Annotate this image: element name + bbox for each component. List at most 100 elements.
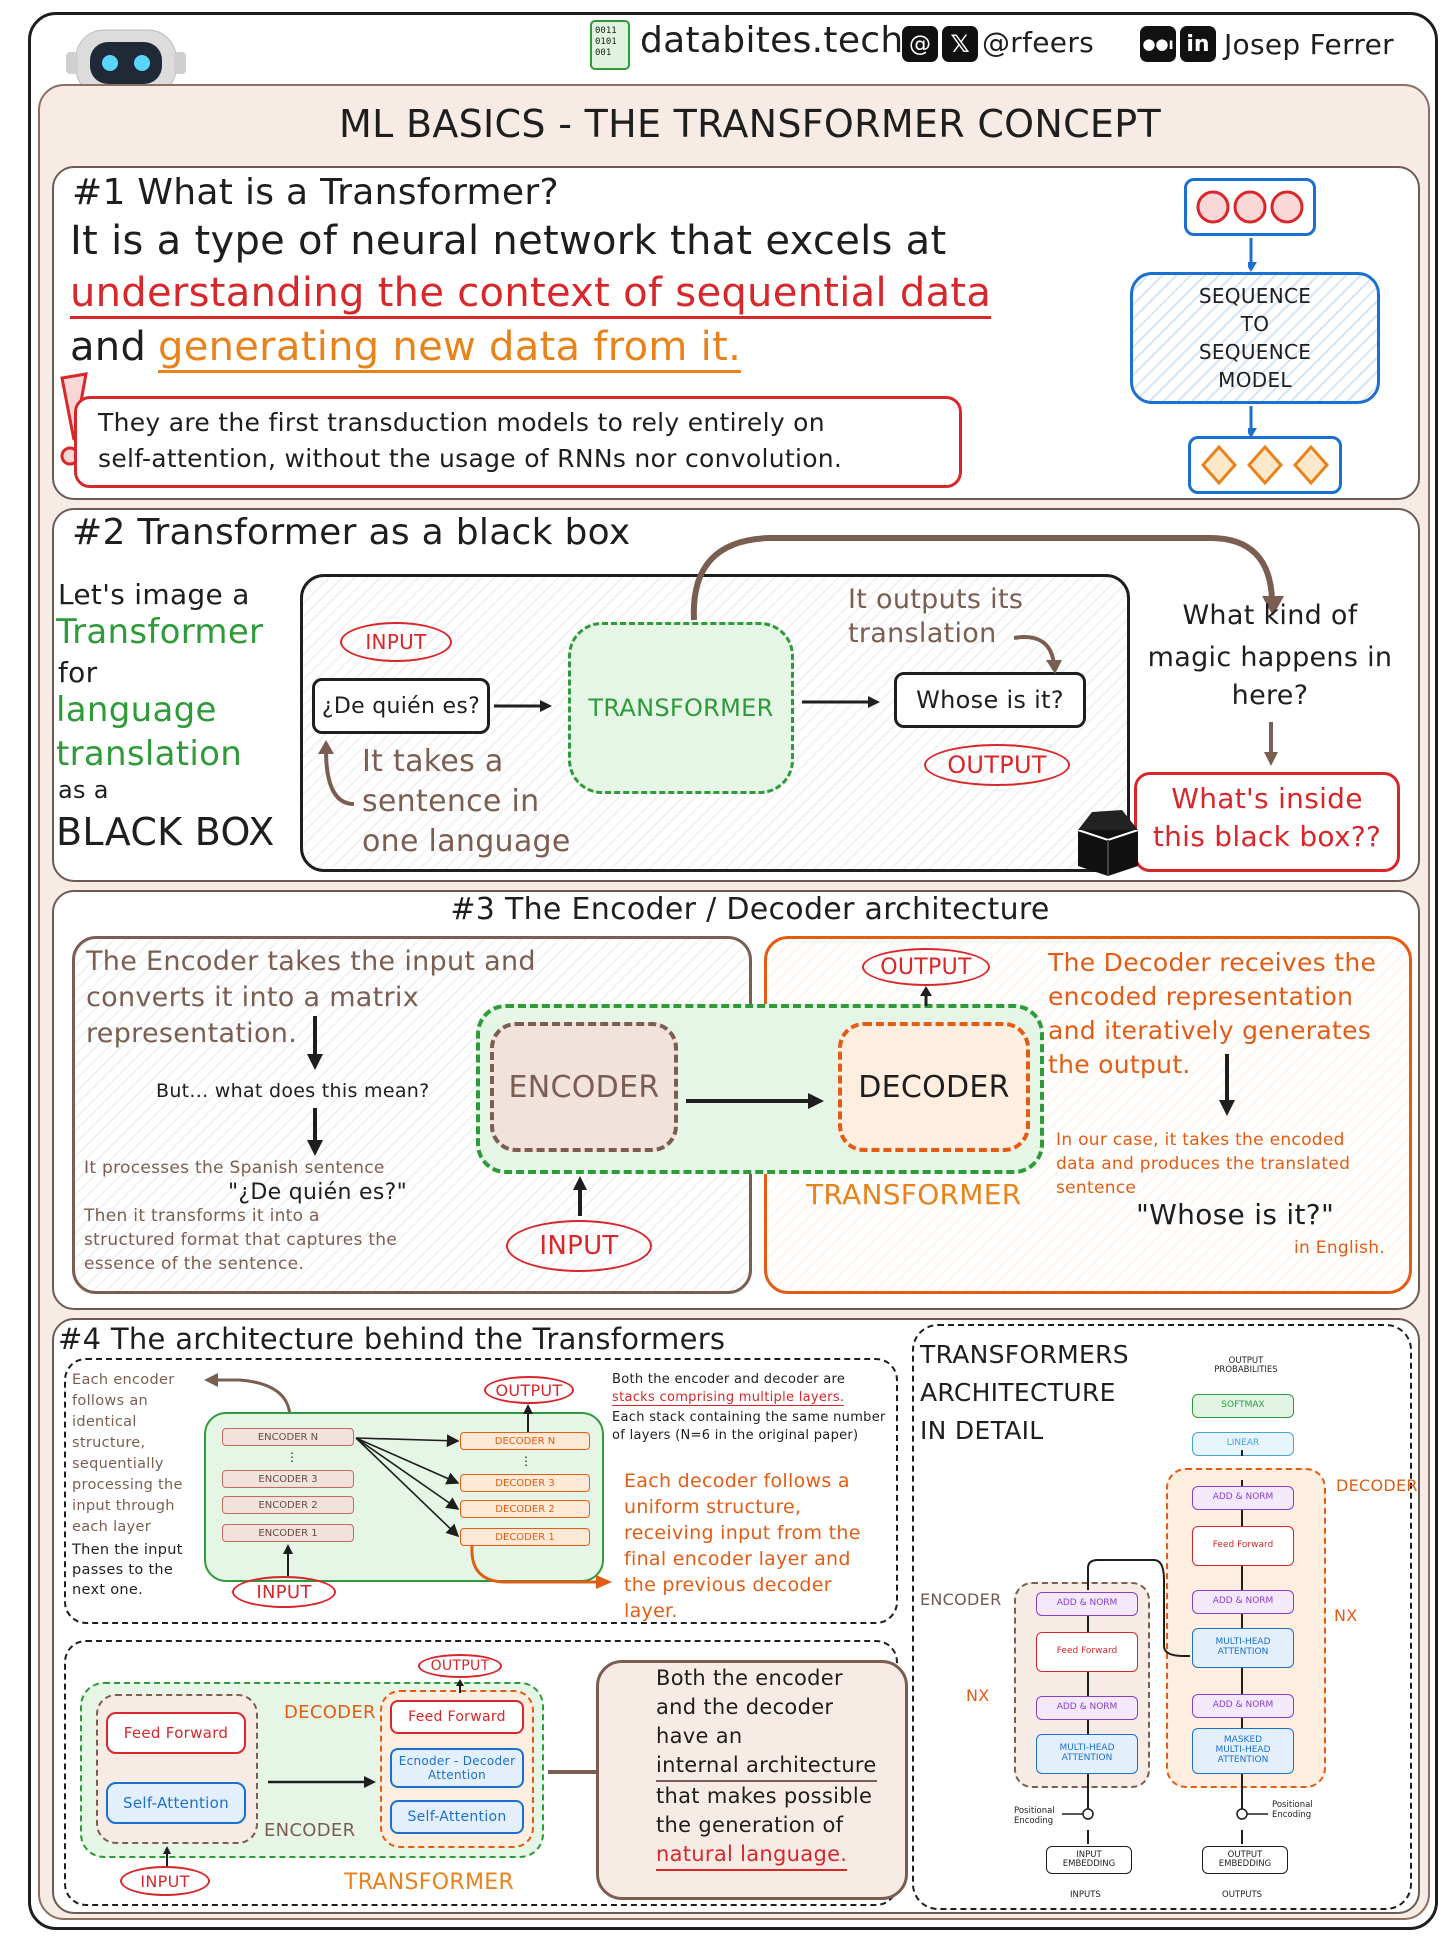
s4-stack-input: INPUT [232,1576,336,1608]
each-dec-line: layer. [624,1600,678,1622]
internal-dec-ff: Feed Forward [390,1700,524,1734]
pos-enc-right: Positional Encoding [1272,1800,1313,1820]
handle[interactable]: @rfeers [982,26,1095,59]
s2-input-sentence: ¿De quién es? [312,678,490,734]
s3-dec-l1: The Decoder receives the [1048,948,1377,977]
s2-left-l5: translation [56,734,243,774]
dec-add-norm-1: ADD & NORM [1192,1694,1294,1718]
s3-case-l1: In our case, it takes the encoded [1056,1130,1345,1150]
internal-enc-sa: Self-Attention [106,1782,246,1824]
s3-transformer-label: TRANSFORMER [806,1178,1022,1211]
s3-proc-l1: It processes the Spanish sentence [84,1158,385,1178]
each-enc-line: sequentially [72,1456,164,1472]
each-enc-line: structure, [72,1435,146,1451]
medium-icon[interactable]: ●●ı [1140,26,1176,62]
s1-line3b: generating new data from it. [158,324,742,373]
each-dec-line: Each decoder follows a [624,1470,850,1492]
s2-left-l3: for [58,656,98,689]
encoder-n: ENCODER N [222,1428,354,1446]
each-dec-line: uniform structure, [624,1496,802,1518]
s4-both-l4: of layers (N=6 in the original paper) [612,1428,859,1443]
each-enc-line: follows an [72,1393,149,1409]
s2-arrow-in [494,698,554,714]
callout-line: that makes possible [656,1784,873,1808]
callout-text: Both the encoder and the decoder have an… [656,1664,877,1871]
brand-site[interactable]: databites.tech [640,20,904,61]
s2-left-l6: as a [58,776,109,804]
internal-enc-ff: Feed Forward [106,1712,246,1754]
encoder-1: ENCODER 1 [222,1524,354,1542]
s3-dec-l4: the output. [1048,1050,1191,1079]
internal-transformer-label: TRANSFORMER [344,1870,515,1895]
s3-proc-l2: "¿De quién es?" [228,1180,408,1205]
s3-arrow-b [306,1108,324,1156]
arch-connectors [1014,1450,1334,1870]
arch-decoder-label: DECODER [1336,1476,1418,1495]
s3-encoder-box: ENCODER [490,1022,678,1152]
s1-note-box [74,396,962,488]
internal-decoder-label: DECODER [284,1702,376,1723]
s4-each-dec: Each decoder follows a uniform structure… [624,1468,861,1624]
then-input-line: Then the input [72,1542,183,1558]
bits-icon: 0011 0101 001 [590,20,630,70]
encoder-dots: ⋮ [286,1450,298,1464]
s4-both-l1: Both the encoder and decoder are [612,1372,846,1387]
dec-masked-mha: MASKED MULTI-HEAD ATTENTION [1192,1728,1294,1774]
encoder-3: ENCODER 3 [222,1470,354,1488]
s2-takes-l3: one language [362,824,571,859]
softmax-box: SOFTMAX [1192,1394,1294,1418]
each-dec-line: receiving input from the [624,1522,861,1544]
linkedin-icon[interactable]: in [1180,26,1216,62]
black-box-icon [1070,808,1146,878]
internal-enc-dec-arrow [268,1774,378,1788]
s1-note-line1: They are the first transduction models t… [98,408,825,437]
threads-icon[interactable]: @ [902,26,938,62]
callout-line: the generation of [656,1813,844,1837]
s3-proc-l5: essence of the sentence. [84,1254,305,1274]
internal-in-arrow [162,1846,172,1868]
internal-output-tag: OUTPUT [418,1654,502,1678]
s3-input-arrow [572,1176,588,1216]
s3-case-l3: sentence [1056,1178,1137,1198]
input-sequence-icon [1184,178,1316,236]
s3-enc-dec-arrow [686,1092,826,1110]
callout-line: and the decoder [656,1695,834,1719]
s3-dec-l2: encoded representation [1048,982,1354,1011]
callout-line: natural language. [656,1840,848,1871]
s2-transformer-box: TRANSFORMER [568,622,794,794]
s2-magic-l2: magic happens in [1147,642,1393,673]
s2-inside-arrow [1264,722,1278,766]
s2-outputs-arrow [1010,618,1070,674]
output-embedding: OUTPUT EMBEDDING [1202,1846,1288,1874]
s2-magic-l1: What kind of [1182,600,1358,631]
callout-line: internal architecture [656,1751,877,1782]
dec-add-norm-2: ADD & NORM [1192,1590,1294,1614]
each-dec-line: the previous decoder [624,1574,832,1596]
dec-add-norm-3: ADD & NORM [1192,1486,1294,1510]
s3-dec-l3: and iteratively generates [1048,1016,1372,1045]
s1-line1: It is a type of neural network that exce… [70,218,947,264]
then-input-line: next one. [72,1582,144,1598]
enc-mha: MULTI-HEAD ATTENTION [1036,1734,1138,1774]
dec-feed-forward: Feed Forward [1192,1526,1294,1566]
decoder-1: DECODER 1 [460,1528,590,1546]
s4-dec-feedback-arrow [466,1544,616,1596]
s4-each-enc: Each encoder follows an identical struct… [72,1370,183,1538]
output-sequence-icon [1188,436,1342,494]
internal-dec-eda: Ecnoder - Decoder Attention [390,1748,524,1788]
s2-outputs-note-l2: translation [848,618,997,649]
each-enc-line: each layer [72,1519,151,1535]
internal-dec-sa: Self-Attention [390,1800,524,1834]
s3-output-tag: OUTPUT [862,948,990,986]
s2-takes-arrow [310,738,358,810]
s2-left-l2: Transformer [56,612,264,652]
s2-output-tag: OUTPUT [924,744,1070,786]
arch-nx-right: NX [1334,1606,1358,1625]
enc-add-norm-2: ADD & NORM [1036,1592,1138,1616]
s2-magic-arrow [690,520,1290,630]
x-icon[interactable]: 𝕏 [942,26,978,62]
s3-enc-l3: representation. [86,1018,298,1049]
inputs-label: INPUTS [1070,1890,1101,1900]
stack-arrow-top [200,1368,300,1418]
author[interactable]: Josep Ferrer [1224,28,1394,61]
